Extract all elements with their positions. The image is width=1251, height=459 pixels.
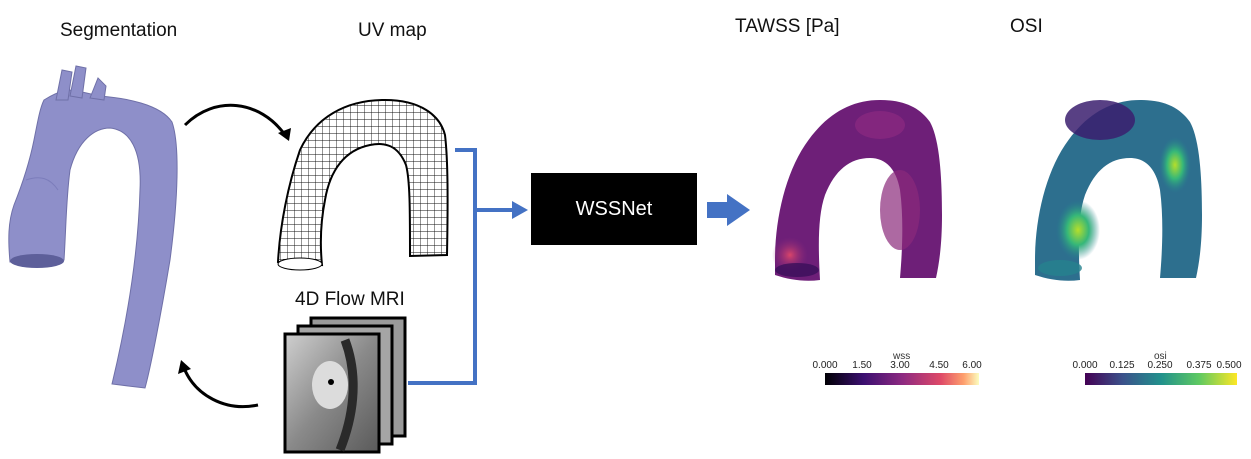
wss-colorbar xyxy=(825,373,979,385)
osi-tick: 0.000 xyxy=(1072,360,1098,371)
forward-curved-arrow xyxy=(183,103,287,136)
wss-tick: 6.00 xyxy=(962,360,982,371)
osi-tick: 0.375 xyxy=(1186,360,1212,371)
osi-tick: 0.500 xyxy=(1216,360,1242,371)
uv-map-label: UV map xyxy=(358,20,427,41)
tawss-aorta-image xyxy=(772,100,942,281)
output-arrow xyxy=(707,194,750,226)
segmentation-aorta-image xyxy=(8,65,178,389)
uv-map-mesh-image xyxy=(276,98,449,271)
wss-colorbar-title: wss xyxy=(893,351,911,362)
wss-tick: 4.50 xyxy=(929,360,949,371)
segmentation-label: Segmentation xyxy=(60,20,178,41)
mri-image-stack xyxy=(283,316,407,454)
tawss-label: TAWSS [Pa] xyxy=(735,16,840,37)
flow-mri-label: 4D Flow MRI xyxy=(295,289,405,310)
forward-arrowhead xyxy=(278,128,291,141)
osi-aorta-image xyxy=(1035,100,1202,281)
backward-curved-arrow xyxy=(182,367,259,408)
input-arrowhead xyxy=(512,201,528,219)
wss-tick: 0.000 xyxy=(812,360,838,371)
osi-tick: 0.125 xyxy=(1109,360,1135,371)
wss-tick: 3.00 xyxy=(890,360,910,371)
osi-colorbar-title: osi xyxy=(1154,351,1167,362)
osi-colorbar xyxy=(1085,373,1237,385)
blue-connector xyxy=(408,148,512,385)
backward-arrowhead xyxy=(178,360,191,374)
osi-label: OSI xyxy=(1010,16,1043,37)
wssnet-model-box: WSSNet xyxy=(531,173,697,245)
osi-tick: 0.250 xyxy=(1147,360,1173,371)
wss-tick: 1.50 xyxy=(852,360,872,371)
wssnet-label: WSSNet xyxy=(575,197,653,220)
